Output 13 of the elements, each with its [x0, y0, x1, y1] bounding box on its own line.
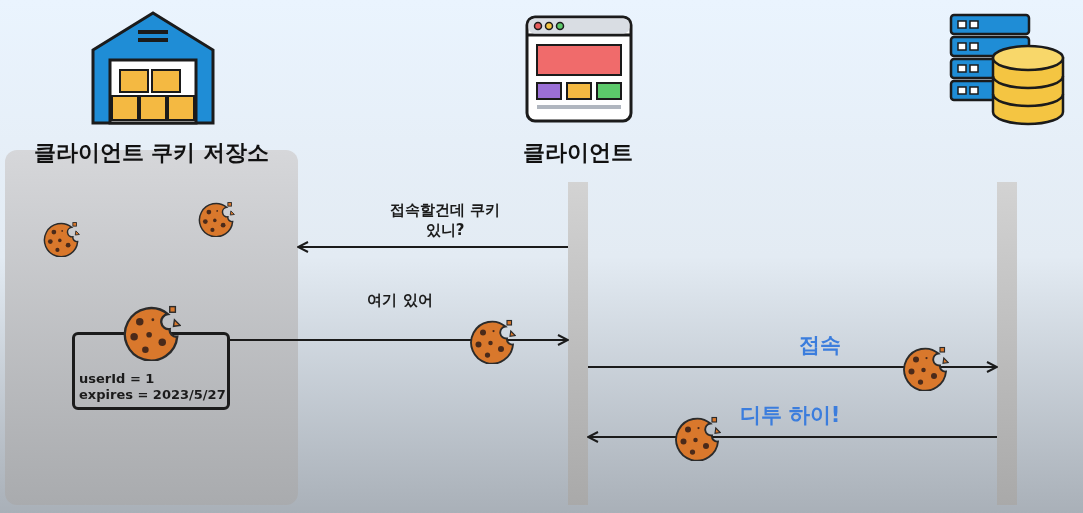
- cookie-attribute: userId = 1: [79, 371, 156, 387]
- edge-label: 접속: [799, 332, 841, 359]
- arrow: [587, 361, 998, 373]
- panel-heading: 클라이언트 쿠키 저장소: [33, 139, 270, 167]
- lifeline-heading: 클라이언트: [523, 139, 633, 167]
- cookie-attribute: expires = 2023/5/27: [79, 387, 223, 403]
- edge-label: 디투 하이!: [739, 402, 841, 429]
- arrow: [297, 241, 569, 253]
- edge-label: 여기 있어: [366, 290, 434, 310]
- lifeline-bar: [997, 182, 1017, 505]
- arrow: [587, 431, 998, 443]
- arrow: [229, 334, 569, 346]
- edge-label: 접속할건데 쿠키 있니?: [389, 200, 501, 240]
